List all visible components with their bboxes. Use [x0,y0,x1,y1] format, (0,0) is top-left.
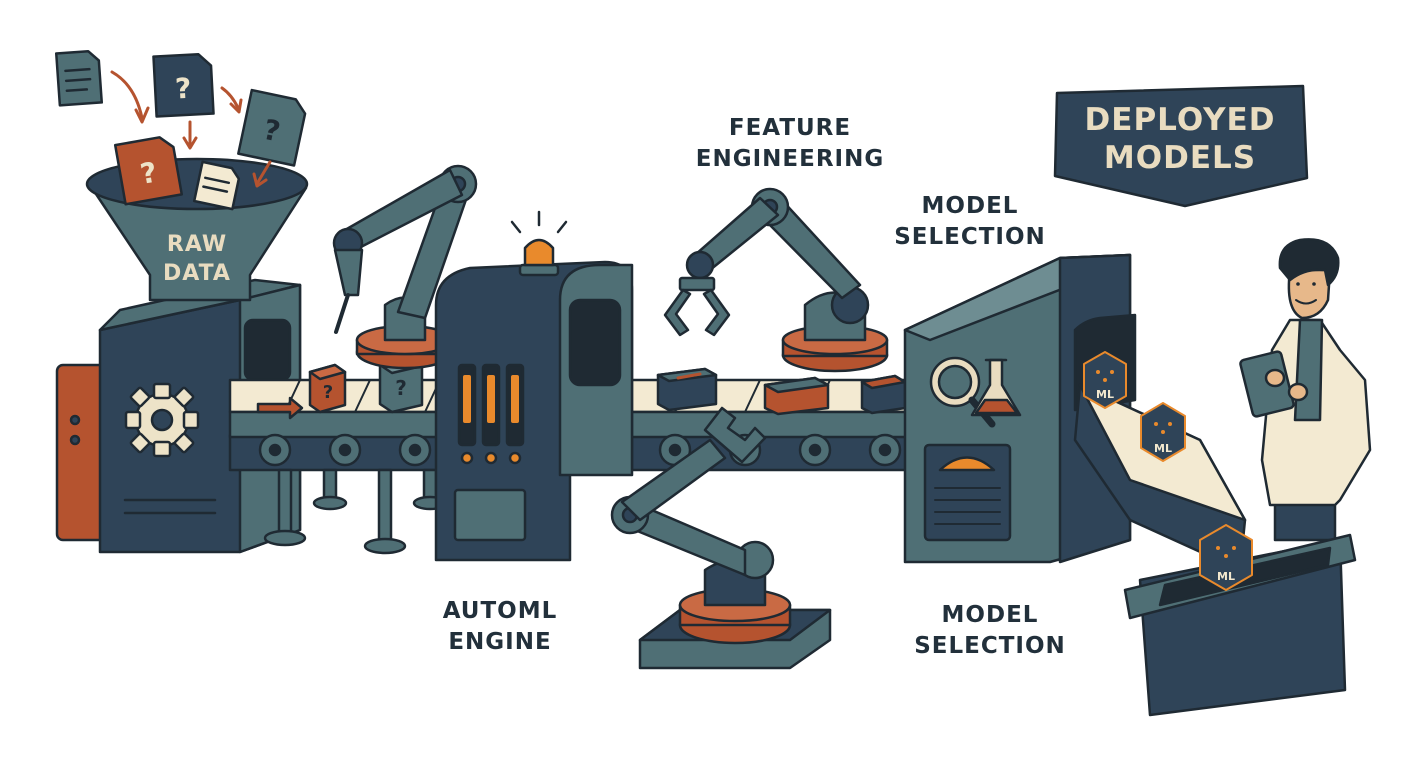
question-document-icon: ? [237,88,307,167]
question-document-icon: ? [113,136,184,206]
model-selection-top-line-1: MODEL [921,193,1019,219]
raw-data-label: RAW DATA [137,230,257,288]
feature-engineering-line-2: ENGINEERING [695,146,885,172]
feature-engineering-line-1: FEATURE [728,115,852,141]
deployed-models-sign [1053,84,1309,208]
indicator-bars [457,363,525,447]
gear-icon [124,382,200,458]
raw-documents: ? ? ? [54,49,307,211]
feature-engineering-label: FEATURE ENGINEERING [660,113,920,175]
model-selection-bottom-line-1: MODEL [941,602,1039,628]
robot-arm-feature [663,187,889,373]
automl-engine-line-1: AUTOML [442,598,558,624]
tablet-icon [1239,350,1295,418]
magnifier-icon [929,356,996,428]
processed-block [656,367,718,412]
deployed-models-label: DEPLOYED MODELS [1065,101,1295,177]
svg-text:?: ? [260,113,283,149]
processed-block [860,374,907,415]
automl-engine-line-2: ENGINE [448,629,552,655]
question-box-icon: ? [308,363,347,414]
ml-model-chip: ML [1083,351,1127,409]
svg-text:ML: ML [1096,388,1114,401]
svg-text:?: ? [323,382,333,403]
model-selection-bottom-label: MODEL SELECTION [900,600,1080,662]
automl-engine [434,210,634,562]
document-icon [54,49,104,107]
ml-model-chip: ML [1140,402,1186,462]
svg-text:?: ? [395,376,407,400]
svg-text:?: ? [174,72,192,106]
deployed-models-line-2: MODELS [1103,140,1257,176]
model-selection-bottom-line-2: SELECTION [914,633,1066,659]
svg-text:ML: ML [1217,570,1235,583]
question-document-icon: ? [152,53,215,118]
svg-text:ML: ML [1154,442,1172,455]
flask-icon [970,358,1022,417]
robot-arm-left [332,164,478,370]
deployed-models-line-1: DEPLOYED [1084,102,1276,138]
model-selection-top-line-2: SELECTION [894,224,1046,250]
ml-model-chip: ML [1199,524,1253,591]
model-selection-top-label: MODEL SELECTION [880,191,1060,253]
document-icon [192,160,241,211]
automl-engine-label: AUTOML ENGINE [420,596,580,658]
arrow-icon [256,396,304,420]
raw-data-line-2: DATA [163,261,231,286]
model-selection-machine [903,253,1247,572]
svg-text:?: ? [138,156,160,191]
siren-light-icon [510,210,568,277]
processed-block [763,376,830,416]
robot-arm-lower [610,406,832,670]
scientist-figure [1239,238,1372,542]
raw-data-line-1: RAW [166,232,228,257]
